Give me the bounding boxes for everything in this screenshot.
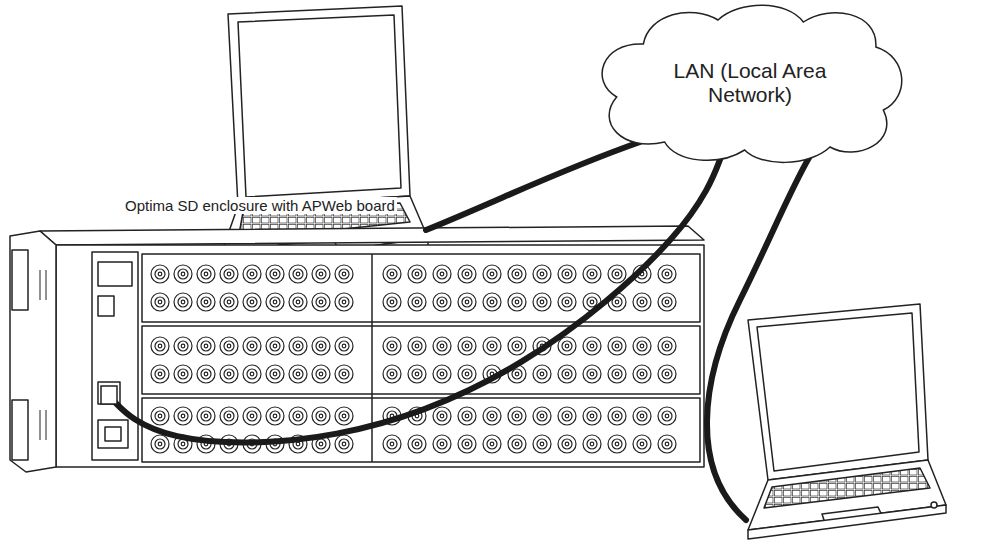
device-enclosure: Optima SD enclosure with APWeb board <box>5 224 710 474</box>
network-cloud: LAN (Local Area Network) <box>590 2 910 164</box>
bnc-connectors <box>151 265 676 453</box>
device-heading: Optima SD enclosure with APWeb board <box>123 197 397 214</box>
network-cable <box>108 148 724 443</box>
network-cable <box>426 142 810 520</box>
cloud-label: LAN (Local Area Network) <box>590 59 910 107</box>
laptop <box>748 304 946 539</box>
enclosure <box>10 226 704 472</box>
cable-plug <box>101 386 117 404</box>
